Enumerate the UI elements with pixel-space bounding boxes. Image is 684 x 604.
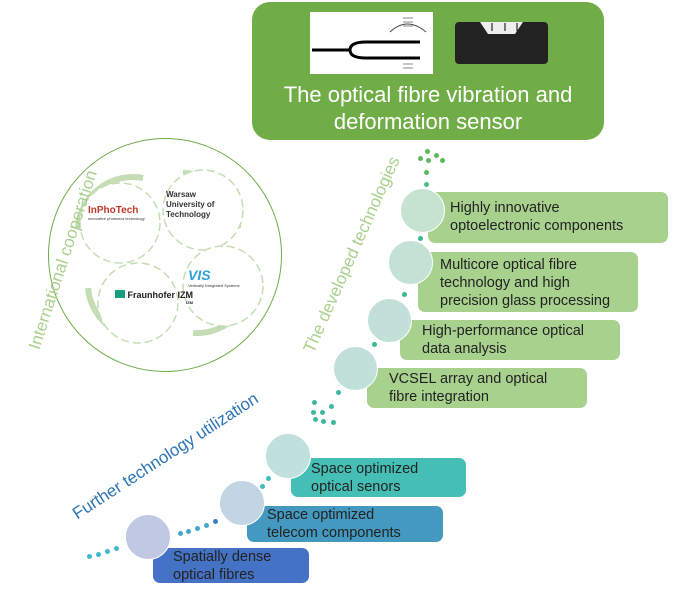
connector-dot xyxy=(114,546,119,551)
connector-dot xyxy=(321,419,326,424)
developed-circle-1 xyxy=(400,188,445,233)
partner-warsaw: Warsaw University of Technology xyxy=(166,190,215,219)
developed-circle-4 xyxy=(333,346,378,391)
partner-fraunhofer: Fraunhofer IZM IZM xyxy=(115,290,193,305)
sensor-title-line1: The optical fibre vibration and xyxy=(283,82,573,107)
connector-dot xyxy=(186,529,191,534)
further-circle-3 xyxy=(125,514,171,560)
further-circle-1 xyxy=(265,433,311,479)
connector-dot xyxy=(195,526,200,531)
connector-dot xyxy=(440,158,445,163)
connector-dot xyxy=(329,404,334,409)
connector-dot xyxy=(336,390,341,395)
partner-inphotech: InPhoTech innovative photonics technolog… xyxy=(88,205,145,221)
connector-dot xyxy=(434,153,439,158)
connector-dot xyxy=(313,417,318,422)
connector-dot xyxy=(320,410,325,415)
connector-dot xyxy=(105,549,110,554)
tuning-fork-fibre-icon xyxy=(310,12,433,74)
connector-dot xyxy=(331,420,336,425)
connector-dot xyxy=(424,182,429,187)
connector-dot xyxy=(372,342,377,347)
fraunhofer-logo-icon xyxy=(115,290,125,298)
sensor-panel: The optical fibre vibration and deformat… xyxy=(252,2,604,140)
developed-circle-3 xyxy=(367,298,412,343)
connector-dot xyxy=(266,476,271,481)
connector-dot xyxy=(204,523,209,528)
sensor-title-line2: deformation sensor xyxy=(333,109,523,134)
partner-vis: VIS Vertically Integrated Systems xyxy=(188,267,240,288)
connector-dot xyxy=(260,484,265,489)
connector-dot xyxy=(178,531,183,536)
connector-dot xyxy=(87,554,92,559)
connector-dot xyxy=(425,149,430,154)
connector-dot xyxy=(426,158,431,163)
connector-dot xyxy=(311,410,316,415)
connector-dot xyxy=(424,170,429,175)
connector-dot xyxy=(213,519,218,524)
connector-dot xyxy=(418,236,423,241)
developed-circle-2 xyxy=(388,240,433,285)
connector-dot xyxy=(402,292,407,297)
cooperation-circle xyxy=(48,138,282,372)
grooved-substrate-icon xyxy=(455,22,548,64)
connector-dot xyxy=(312,400,317,405)
further-circle-2 xyxy=(219,480,265,526)
connector-dot xyxy=(418,156,423,161)
gears-icon xyxy=(75,169,264,344)
connector-dot xyxy=(96,552,101,557)
